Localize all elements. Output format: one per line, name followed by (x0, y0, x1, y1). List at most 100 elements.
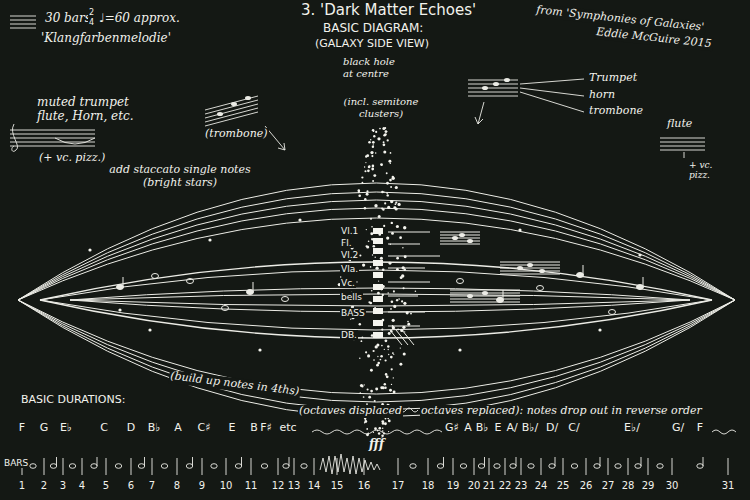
star-dot (375, 229, 377, 231)
note-name: B♭ (147, 422, 162, 435)
note-stem (484, 457, 485, 466)
note-name: G♯ (444, 422, 460, 435)
annotation: add staccato single notes (bright stars) (96, 164, 264, 189)
instrument-note: (+ vc. pizz.) (38, 152, 106, 165)
note-head (301, 464, 307, 469)
bar-tick (251, 458, 252, 475)
star-dot (381, 420, 384, 423)
galaxy-outline (18, 300, 735, 410)
star-dot (406, 311, 409, 314)
star-dot (384, 387, 386, 389)
star-dot (394, 327, 395, 328)
star-dot (381, 286, 384, 289)
bright-star (458, 348, 461, 351)
star-dot (373, 135, 375, 137)
note-name: E♭/ (623, 422, 641, 435)
star-dot (398, 298, 400, 300)
star-dot (371, 238, 372, 239)
note-name: E (494, 422, 503, 435)
flute-staff (660, 138, 705, 158)
star-dot (397, 329, 399, 331)
bar-number: 26 (579, 480, 594, 492)
star-dot (364, 420, 367, 423)
bar-tick (453, 458, 454, 475)
note-head (115, 464, 121, 469)
star-dot (371, 334, 374, 337)
star-dot (396, 225, 399, 228)
star-dot (390, 152, 392, 154)
bar-tick (428, 458, 429, 475)
star-dot (367, 388, 369, 390)
star-dot (374, 307, 376, 309)
star-dot (403, 302, 406, 305)
star-dot (366, 193, 369, 196)
star-dot (359, 358, 360, 359)
star-dot (388, 431, 389, 432)
trombone-notes (217, 96, 251, 116)
star-dot (370, 369, 373, 372)
bright-star (208, 238, 211, 241)
star-dot (403, 287, 405, 289)
subtitle: BASIC DIAGRAM: (322, 22, 424, 36)
annotation: (build up notes in 4ths) (168, 370, 300, 399)
star-dot (379, 427, 381, 429)
star-dot (390, 244, 391, 245)
star-dot (373, 144, 374, 145)
star-dot (383, 151, 386, 154)
star-dot (370, 302, 373, 305)
star-dot (375, 267, 378, 270)
note-head (91, 464, 97, 469)
star-dot (404, 331, 405, 332)
galaxy-outline (18, 183, 735, 300)
star-dot (350, 319, 351, 320)
star-dot (387, 418, 389, 420)
star-dot (401, 274, 404, 277)
star-dot (381, 435, 384, 438)
title: 3. 'Dark Matter Echoes' (300, 2, 477, 19)
star-dot (390, 163, 391, 164)
bar-tick (474, 458, 475, 475)
star-dot (379, 427, 382, 430)
star-dot (384, 349, 385, 350)
star-dot (366, 428, 368, 430)
star-dot (380, 257, 383, 260)
bar-number: 11 (244, 480, 259, 492)
instrument-label: Vl.2 (340, 250, 359, 260)
bar-tick (563, 458, 564, 475)
note-head (549, 464, 555, 469)
star-dot (410, 313, 412, 315)
star-dot (383, 141, 385, 143)
instrument-label: Trumpet (588, 72, 638, 85)
bar-number: 24 (534, 480, 549, 492)
bar-ticks (22, 457, 728, 475)
bar-number: 3 (59, 480, 67, 492)
note-head (211, 464, 217, 469)
note-head (697, 464, 703, 469)
cluster-staves (388, 232, 560, 345)
bar-tick (398, 458, 399, 475)
star-dot (384, 133, 387, 136)
bar-number: 25 (556, 480, 571, 492)
star-dot (393, 305, 396, 308)
style-note: 'Klangfarbenmelodie' (40, 32, 172, 46)
star-dot (395, 207, 398, 210)
bar-number: 2 (40, 480, 48, 492)
star-dot (385, 359, 387, 361)
note-name: B♭ (475, 422, 490, 435)
star-dot (371, 226, 373, 228)
star-dot (380, 163, 383, 166)
note-name: C♯ (196, 422, 211, 435)
star-dot (393, 377, 394, 378)
star-dot (384, 422, 387, 425)
note-name: etc (278, 422, 297, 435)
instrument-label: Vl.1 (340, 226, 359, 236)
star-dot (392, 319, 395, 322)
star-dot (388, 349, 389, 350)
annotation: black hole at centre (342, 56, 408, 79)
note-head (478, 464, 484, 469)
bar-tick (82, 458, 83, 475)
instrument-note: (trombone) (204, 128, 269, 141)
star-dot (382, 294, 384, 296)
time-signature: 2 (88, 8, 95, 17)
instrument-label: Fl. (340, 238, 353, 248)
